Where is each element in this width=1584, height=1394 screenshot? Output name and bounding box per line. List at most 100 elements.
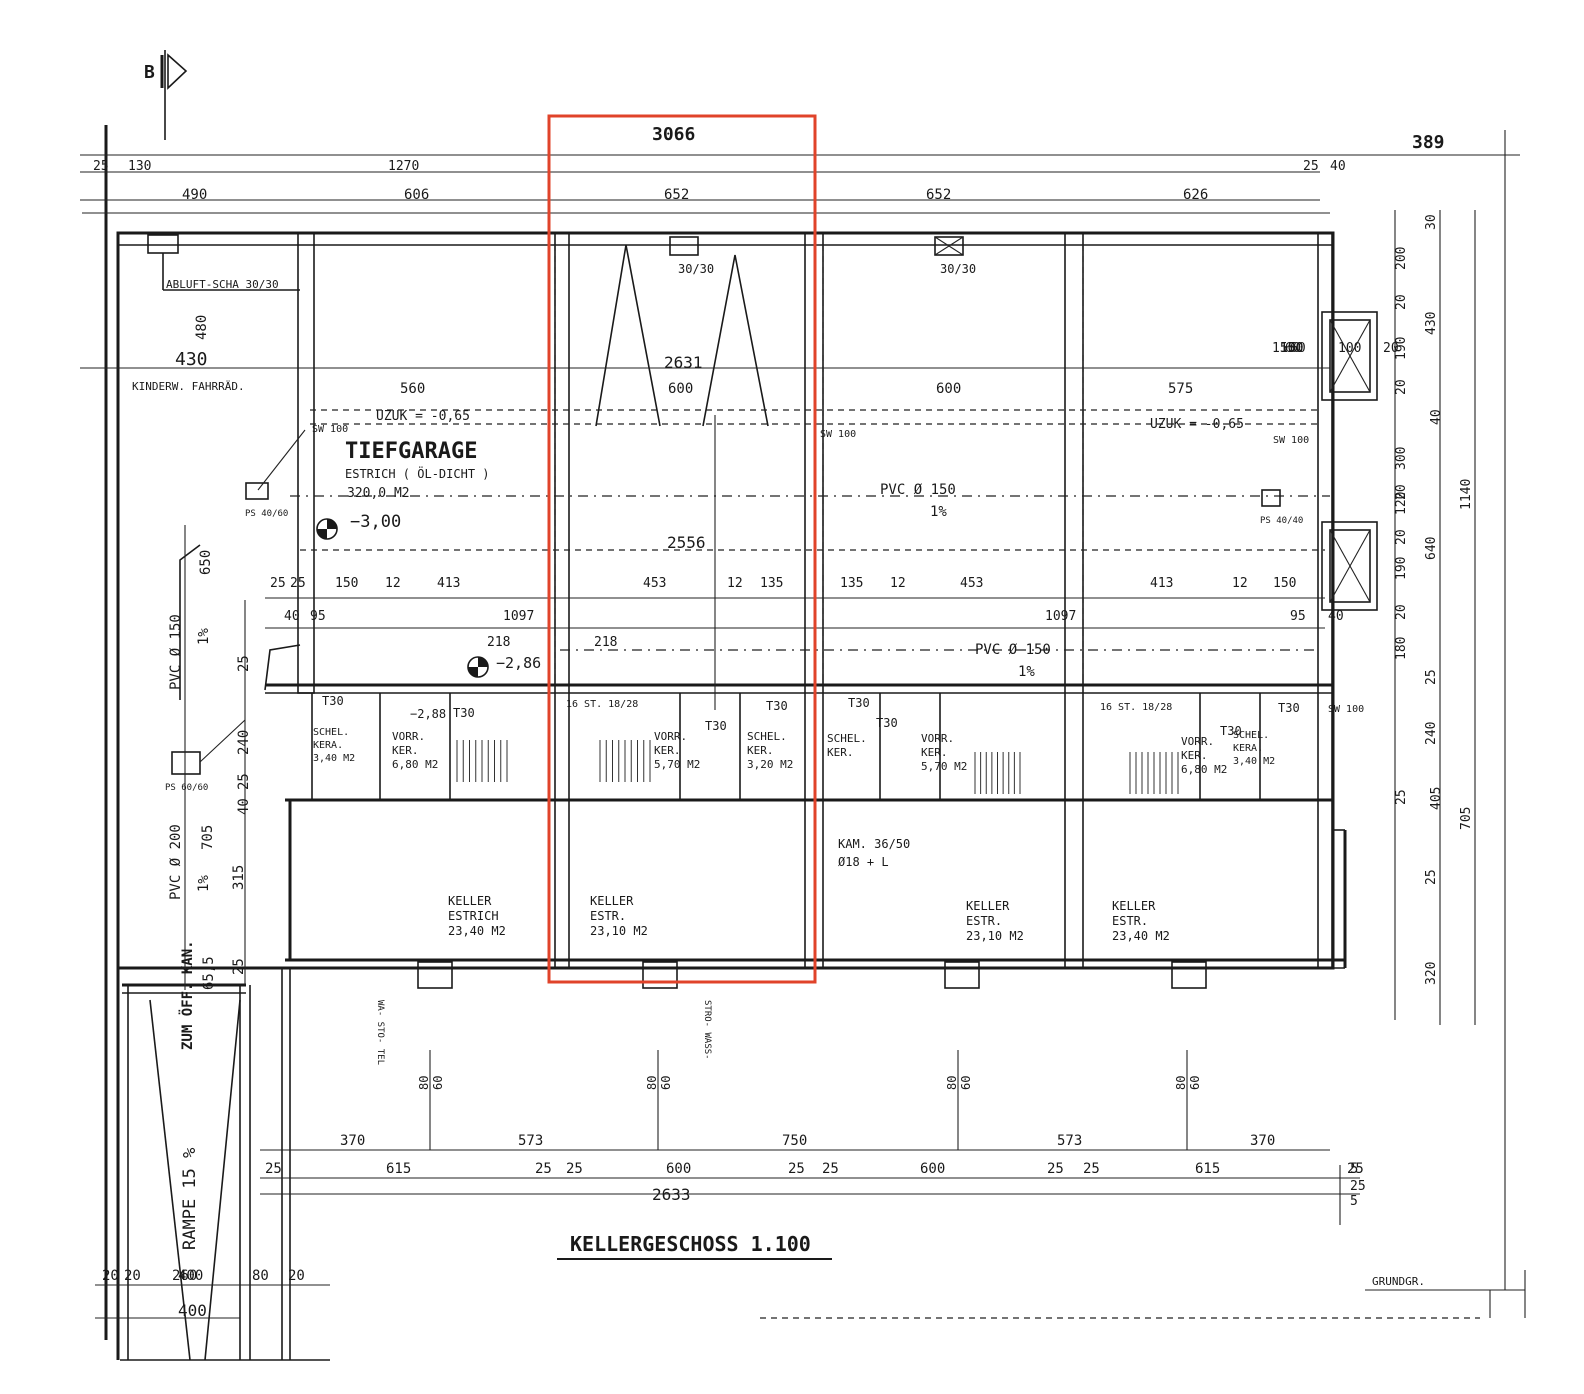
dim-right: 5 xyxy=(1350,1194,1358,1209)
dim-row413: 453 xyxy=(960,576,983,591)
dim-top1: 1270 xyxy=(388,159,419,174)
dim-row560: 600 xyxy=(668,381,693,397)
dim-bottom3-400: 400 xyxy=(178,1301,207,1320)
pvc-left-label: PVC Ø 150 xyxy=(168,614,184,690)
parking-markings xyxy=(595,244,769,710)
section-mark-label: B xyxy=(144,62,155,83)
door-t30: T30 xyxy=(1220,724,1242,738)
dim-left: 25 xyxy=(236,655,252,672)
dim-row413: 25 xyxy=(270,576,286,591)
dimension-lines xyxy=(80,50,1526,1319)
room-label-keller1: KELLER xyxy=(448,894,492,908)
dim-row413: 135 xyxy=(760,576,783,591)
room-label-schel3: KER. xyxy=(827,746,854,759)
room-label-vorr3: KER. xyxy=(921,746,948,759)
dim-bottom3: 20 xyxy=(102,1268,119,1284)
dim-right: 25 xyxy=(1394,789,1409,805)
room-label-keller2: 23,10 M2 xyxy=(590,924,648,938)
window-height: 60 xyxy=(659,1076,673,1090)
dim-row1097: 40 xyxy=(284,609,300,624)
zum-oeff-label: ZUM ÖFF. KAN. xyxy=(178,940,196,1050)
dim-row560: 560 xyxy=(400,381,425,397)
room-label-vorr2: 5,70 M2 xyxy=(654,758,700,771)
room-label-schel2: KER. xyxy=(747,744,774,757)
dim-top1: 40 xyxy=(1330,159,1346,174)
dim-3030b: 30/30 xyxy=(940,262,976,276)
dim-top1: 25 xyxy=(93,159,109,174)
kam-label: KAM. 36/50 xyxy=(838,837,910,851)
drawing-title: KELLERGESCHOSS 1.100 xyxy=(570,1232,811,1256)
dim-right: 1140 xyxy=(1459,479,1474,510)
total-right-label: 389 xyxy=(1412,132,1445,153)
strom-label: STRO- WASS- xyxy=(702,1000,712,1060)
dim-right: 640 xyxy=(1424,537,1439,560)
dim-right: 40 xyxy=(1429,409,1444,425)
room-label-keller3: KELLER xyxy=(966,899,1010,913)
dim-left: 315 xyxy=(231,865,247,890)
dim-right-b: 20 xyxy=(1383,341,1399,356)
dim-top2: 652 xyxy=(926,187,951,203)
dim-left: 240 xyxy=(236,730,252,755)
dim-left: 650 xyxy=(198,550,214,575)
dim-bottom2: 25 xyxy=(265,1161,282,1177)
room-label-keller2: KELLER xyxy=(590,894,634,908)
window-height: 60 xyxy=(431,1076,445,1090)
room-label-vorr2: KER. xyxy=(654,744,681,757)
room-label-schel2: 3,20 M2 xyxy=(747,758,793,771)
dim-row413: 135 xyxy=(840,576,863,591)
dim-right-b: 150 xyxy=(1280,341,1303,356)
dim-row1097: 95 xyxy=(310,609,326,624)
area-320-label: 320,0 M2 xyxy=(347,486,410,501)
dim-bottom1: 573 xyxy=(518,1133,543,1149)
dim-row1097: 95 xyxy=(1290,609,1306,624)
dim-bottom1: 750 xyxy=(782,1133,807,1149)
dim-right: 25 xyxy=(1424,669,1439,685)
dim-row413: 12 xyxy=(890,576,906,591)
room-label-keller3: 23,10 M2 xyxy=(966,929,1024,943)
dim-right: 30 xyxy=(1424,214,1439,230)
room-label-keller4: 23,40 M2 xyxy=(1112,929,1170,943)
dim-bottom1: 370 xyxy=(340,1133,365,1149)
door-t30: T30 xyxy=(453,706,475,720)
ps6060-label: PS 60/60 xyxy=(165,783,208,793)
dim-bottom2: 25 xyxy=(788,1161,805,1177)
dim-right: 20 xyxy=(1394,294,1409,310)
dim-2556: 2556 xyxy=(667,533,706,552)
dim-row413: 12 xyxy=(385,576,401,591)
dim-right: 430 xyxy=(1424,312,1439,335)
dim-top1: 25 xyxy=(1303,159,1319,174)
dim-right-b: 100 xyxy=(1338,341,1361,356)
level-300-label: −3,00 xyxy=(350,512,401,532)
dim-right: 180 xyxy=(1394,637,1409,660)
annotations: 3066 389 TIEFGARAGE ESTRICH ( ÖL-DICHT )… xyxy=(132,124,1445,1288)
pvc-200-label: PVC Ø 200 xyxy=(168,824,184,900)
dim-left: 25 xyxy=(231,958,247,975)
dim-bottom2: 600 xyxy=(920,1161,945,1177)
dim-left: 25 xyxy=(236,773,252,790)
dim-bottom2: 25 xyxy=(822,1161,839,1177)
dim-row413: 150 xyxy=(335,576,358,591)
pvc-a-label: PVC Ø 150 xyxy=(880,482,956,498)
dim-bottom3: 20 xyxy=(124,1268,141,1284)
dim-right: 200 xyxy=(1394,247,1409,270)
door-t30: T30 xyxy=(766,699,788,713)
dim-bottom1: 573 xyxy=(1057,1133,1082,1149)
room-label-schel4: KERA. xyxy=(1233,743,1263,754)
door-t30: T30 xyxy=(848,696,870,710)
dim-right-b: 60 xyxy=(1290,341,1306,356)
pct-left2-label: 1% xyxy=(196,875,212,892)
room-label-vorr2: VORR. xyxy=(654,730,687,743)
sw100-label-c: SW 100 xyxy=(1273,435,1309,446)
room-label-vorr1: VORR. xyxy=(392,730,425,743)
uzuk-right-label: UZUK = -0,65 xyxy=(1150,417,1244,432)
room-label-vorr4: 6,80 M2 xyxy=(1181,763,1227,776)
estrich-label: ESTRICH ( ÖL-DICHT ) xyxy=(345,465,490,481)
level-286-label: −2,86 xyxy=(496,654,541,672)
room-label-vorr1: 6,80 M2 xyxy=(392,758,438,771)
rampe-label: RAMPE 15 % xyxy=(180,1148,200,1250)
room-label-vorr3: 5,70 M2 xyxy=(921,760,967,773)
dim-row1097: 40 xyxy=(1328,609,1344,624)
window-height: 60 xyxy=(1188,1076,1202,1090)
dim-right: 405 xyxy=(1429,787,1444,810)
